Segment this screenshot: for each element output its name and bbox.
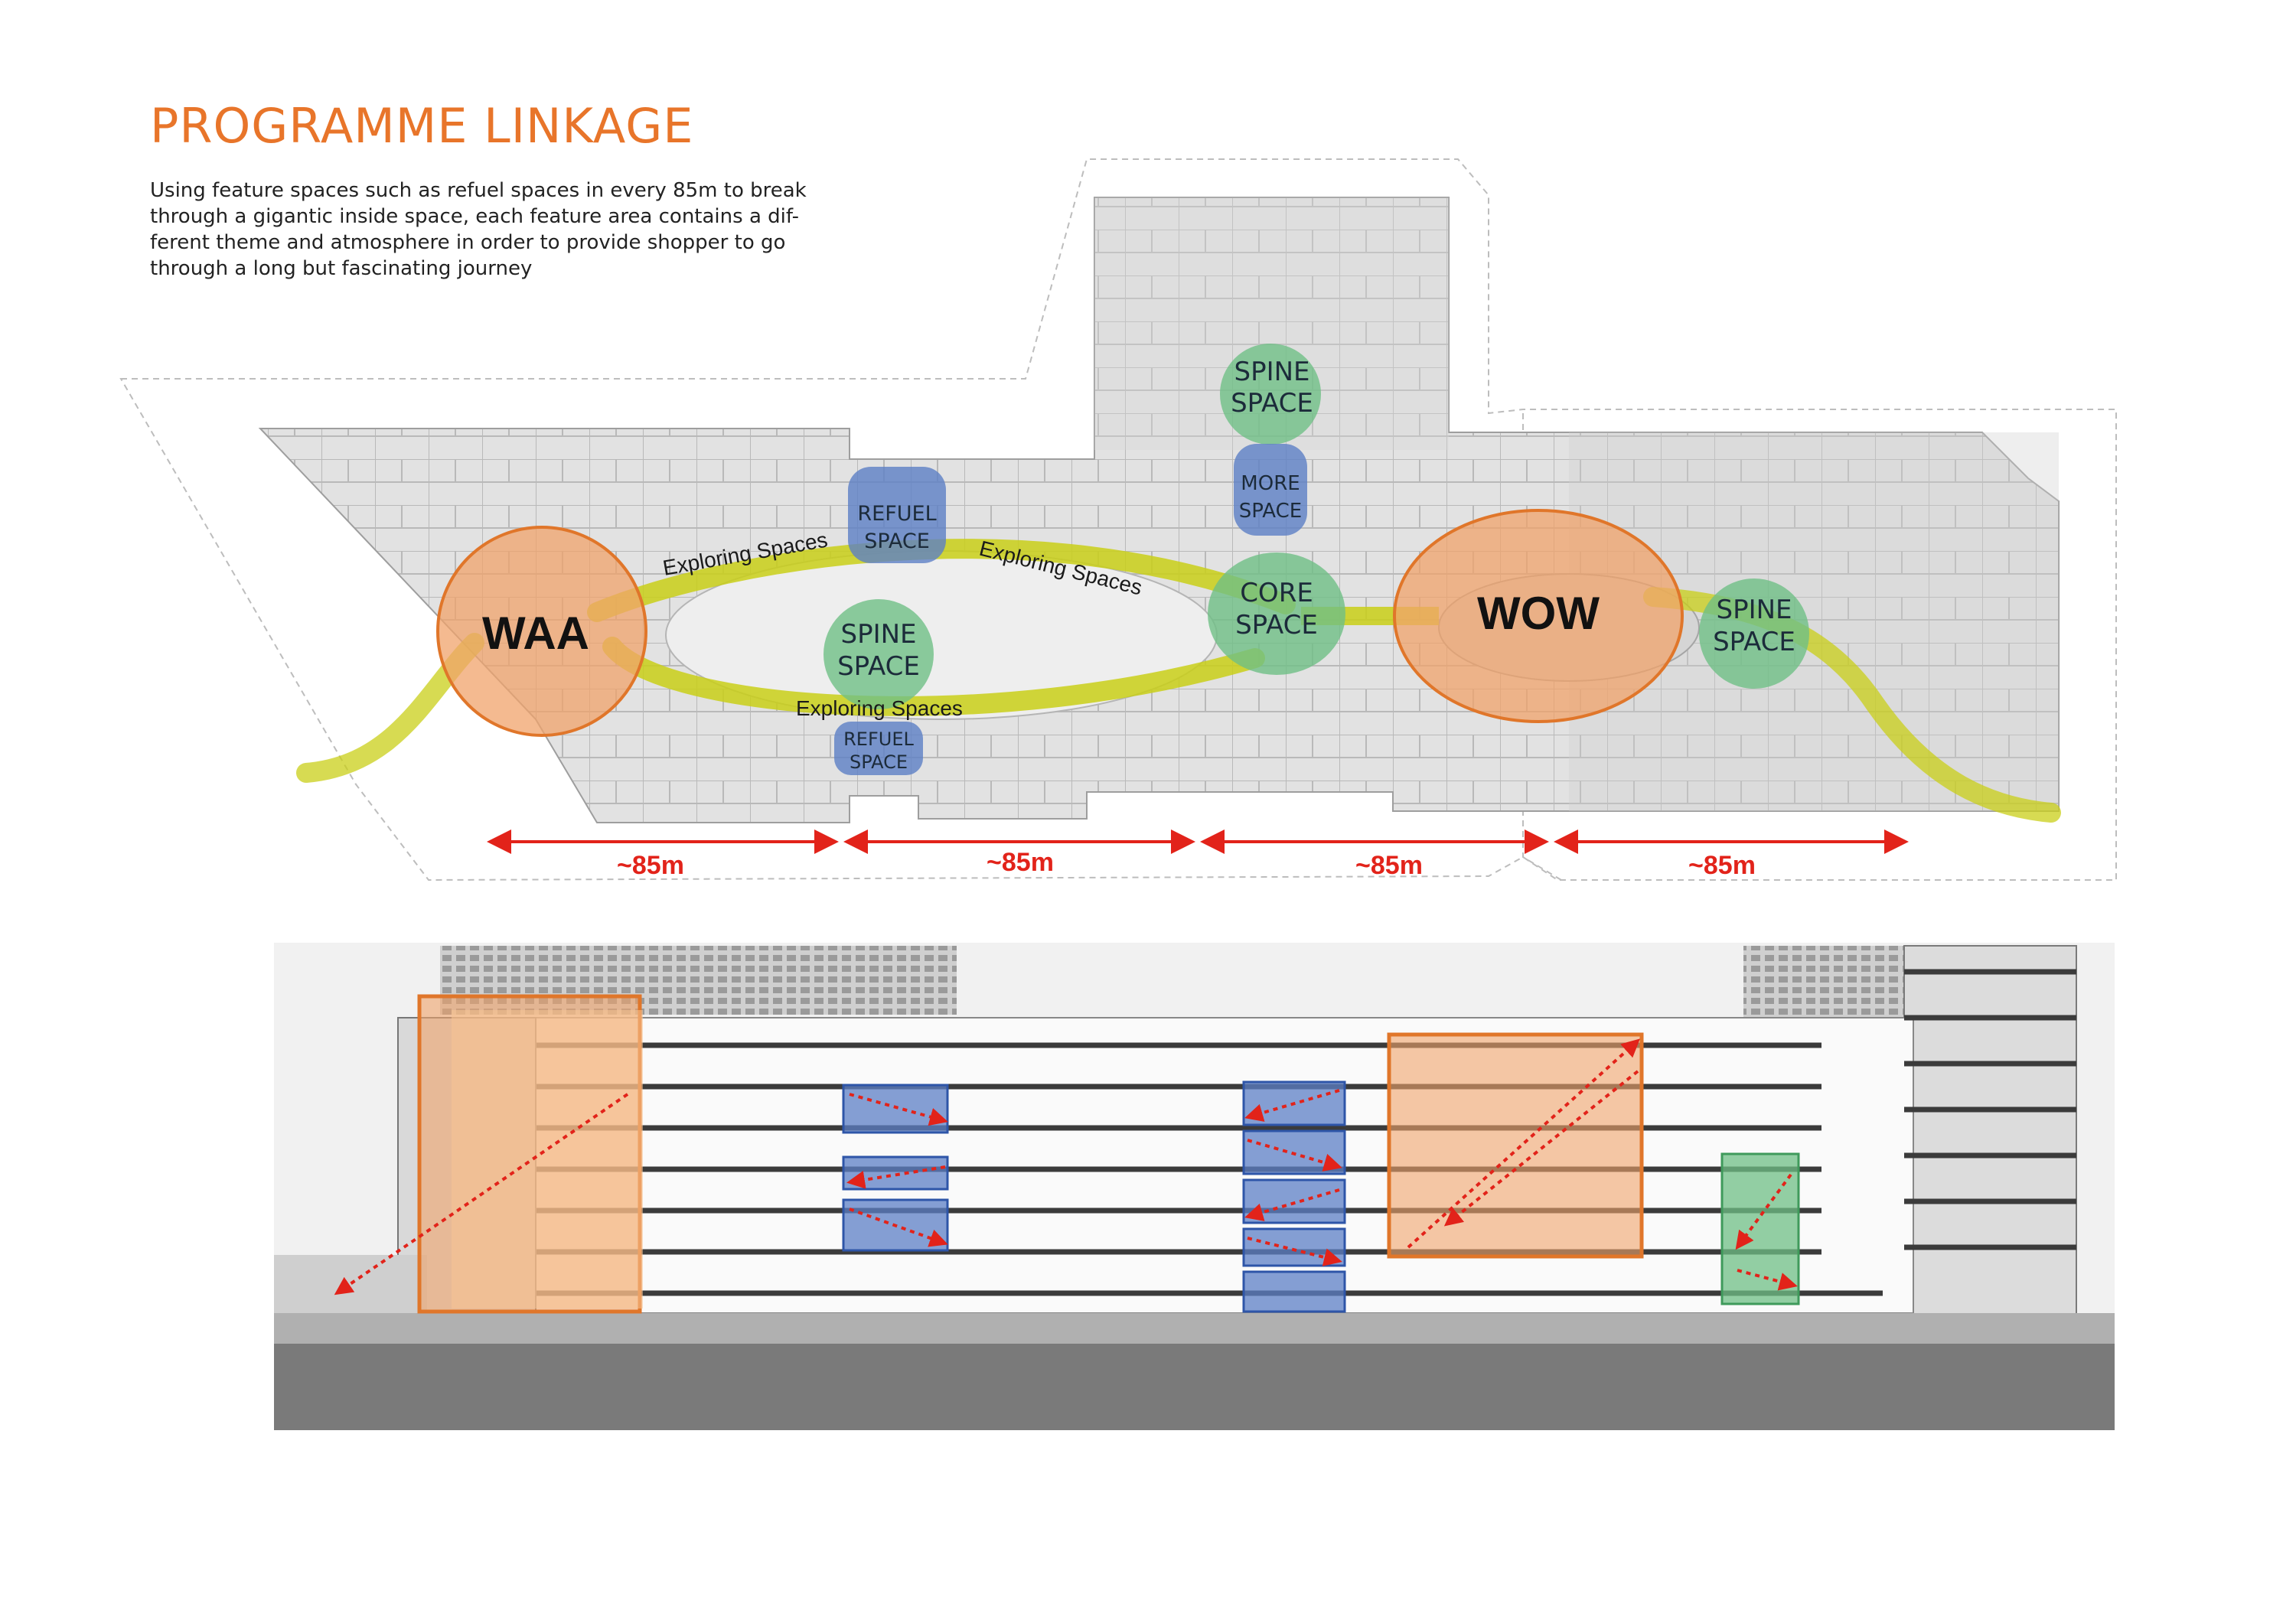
spine-space-top-line1: SPINE [1234,357,1309,387]
spine-space-right-line1: SPINE [1716,595,1792,625]
waa-label: WAA [482,608,589,659]
exploring-label-3: Exploring Spaces [796,696,963,720]
flow-arrow [1737,1269,1798,1291]
dimension-label: ~85m [617,851,684,880]
dimension-lines: ~85m ~85m ~85m ~85m [487,829,1909,880]
spine-space-middle-line2: SPACE [837,651,920,682]
refuel-space-bottom-line2: SPACE [850,751,908,773]
street-left [274,1255,427,1313]
more-space-line2: SPACE [1239,500,1302,523]
page-title: PROGRAMME LINKAGE [150,98,694,154]
building-section [274,943,2115,1430]
spine-section-zone [1720,1152,1800,1305]
description-line: Using feature spaces such as refuel spac… [150,179,807,202]
ground-slab [274,1313,2115,1344]
spine-space-middle-line1: SPINE [840,619,916,650]
flow-arrow [1244,1188,1340,1221]
spine-space-right [1699,578,1809,689]
flow-arrow [849,1207,948,1247]
more-space-line1: MORE [1241,472,1300,495]
description-line: through a long but fascinating journey [150,257,533,280]
refuel-space-top-line1: REFUEL [857,502,936,526]
mall-body [397,1017,1914,1314]
refuel-space-bottom-line1: REFUEL [843,728,914,750]
waa-section-tower [452,1010,643,1309]
tower-facade-right [1903,945,2077,1322]
refuel-section-box [842,1084,949,1134]
flow-arrow [846,1165,946,1189]
spine-space-top-line2: SPACE [1231,388,1313,419]
refuel-space-top [848,467,946,563]
wow-zone [1393,509,1684,723]
waa-zone [436,526,647,737]
core-space-line2: SPACE [1235,610,1318,640]
description-line: through a gigantic inside space, each fe… [150,205,799,228]
spine-space-middle [823,599,934,709]
flow-arrow [1735,1173,1792,1250]
description: Using feature spaces such as refuel spac… [150,178,807,282]
spine-space-right-line2: SPACE [1713,627,1795,657]
more-space [1234,444,1307,536]
refuel-section-box [842,1155,949,1191]
journey-path-lower [602,637,1265,716]
flow-arrow [1247,1237,1342,1266]
flow-arrows [334,1038,1798,1295]
basement [274,1344,2115,1430]
core-section-box [1242,1270,1346,1313]
flow-arrow [334,1093,629,1295]
refuel-space-bottom [834,722,923,775]
flow-arrow [1244,1089,1340,1122]
core-space-line1: CORE [1240,578,1313,608]
site-boundary-right [1522,413,1562,881]
refuel-space-top-line2: SPACE [864,530,930,553]
flow-arrow [849,1093,948,1126]
site-boundary [119,158,2117,882]
core-space [1208,552,1345,675]
flow-arrow [1407,1038,1640,1249]
dimension-label: ~85m [1355,851,1423,880]
wow-section-zone [1387,1032,1644,1259]
description-line: ferent theme and atmosphere in order to … [150,231,786,254]
dimension-label: ~85m [1688,851,1756,880]
dimension-label: ~85m [987,848,1054,877]
site-plan: WAA WOW SPINE SPACE SPINE SPACE SPINE SP… [119,158,2117,882]
wow-label: WOW [1477,588,1600,639]
flow-arrow [1247,1139,1342,1172]
spine-space-top [1220,344,1321,445]
core-section-box [1242,1178,1346,1224]
flow-arrow [1443,1070,1639,1227]
